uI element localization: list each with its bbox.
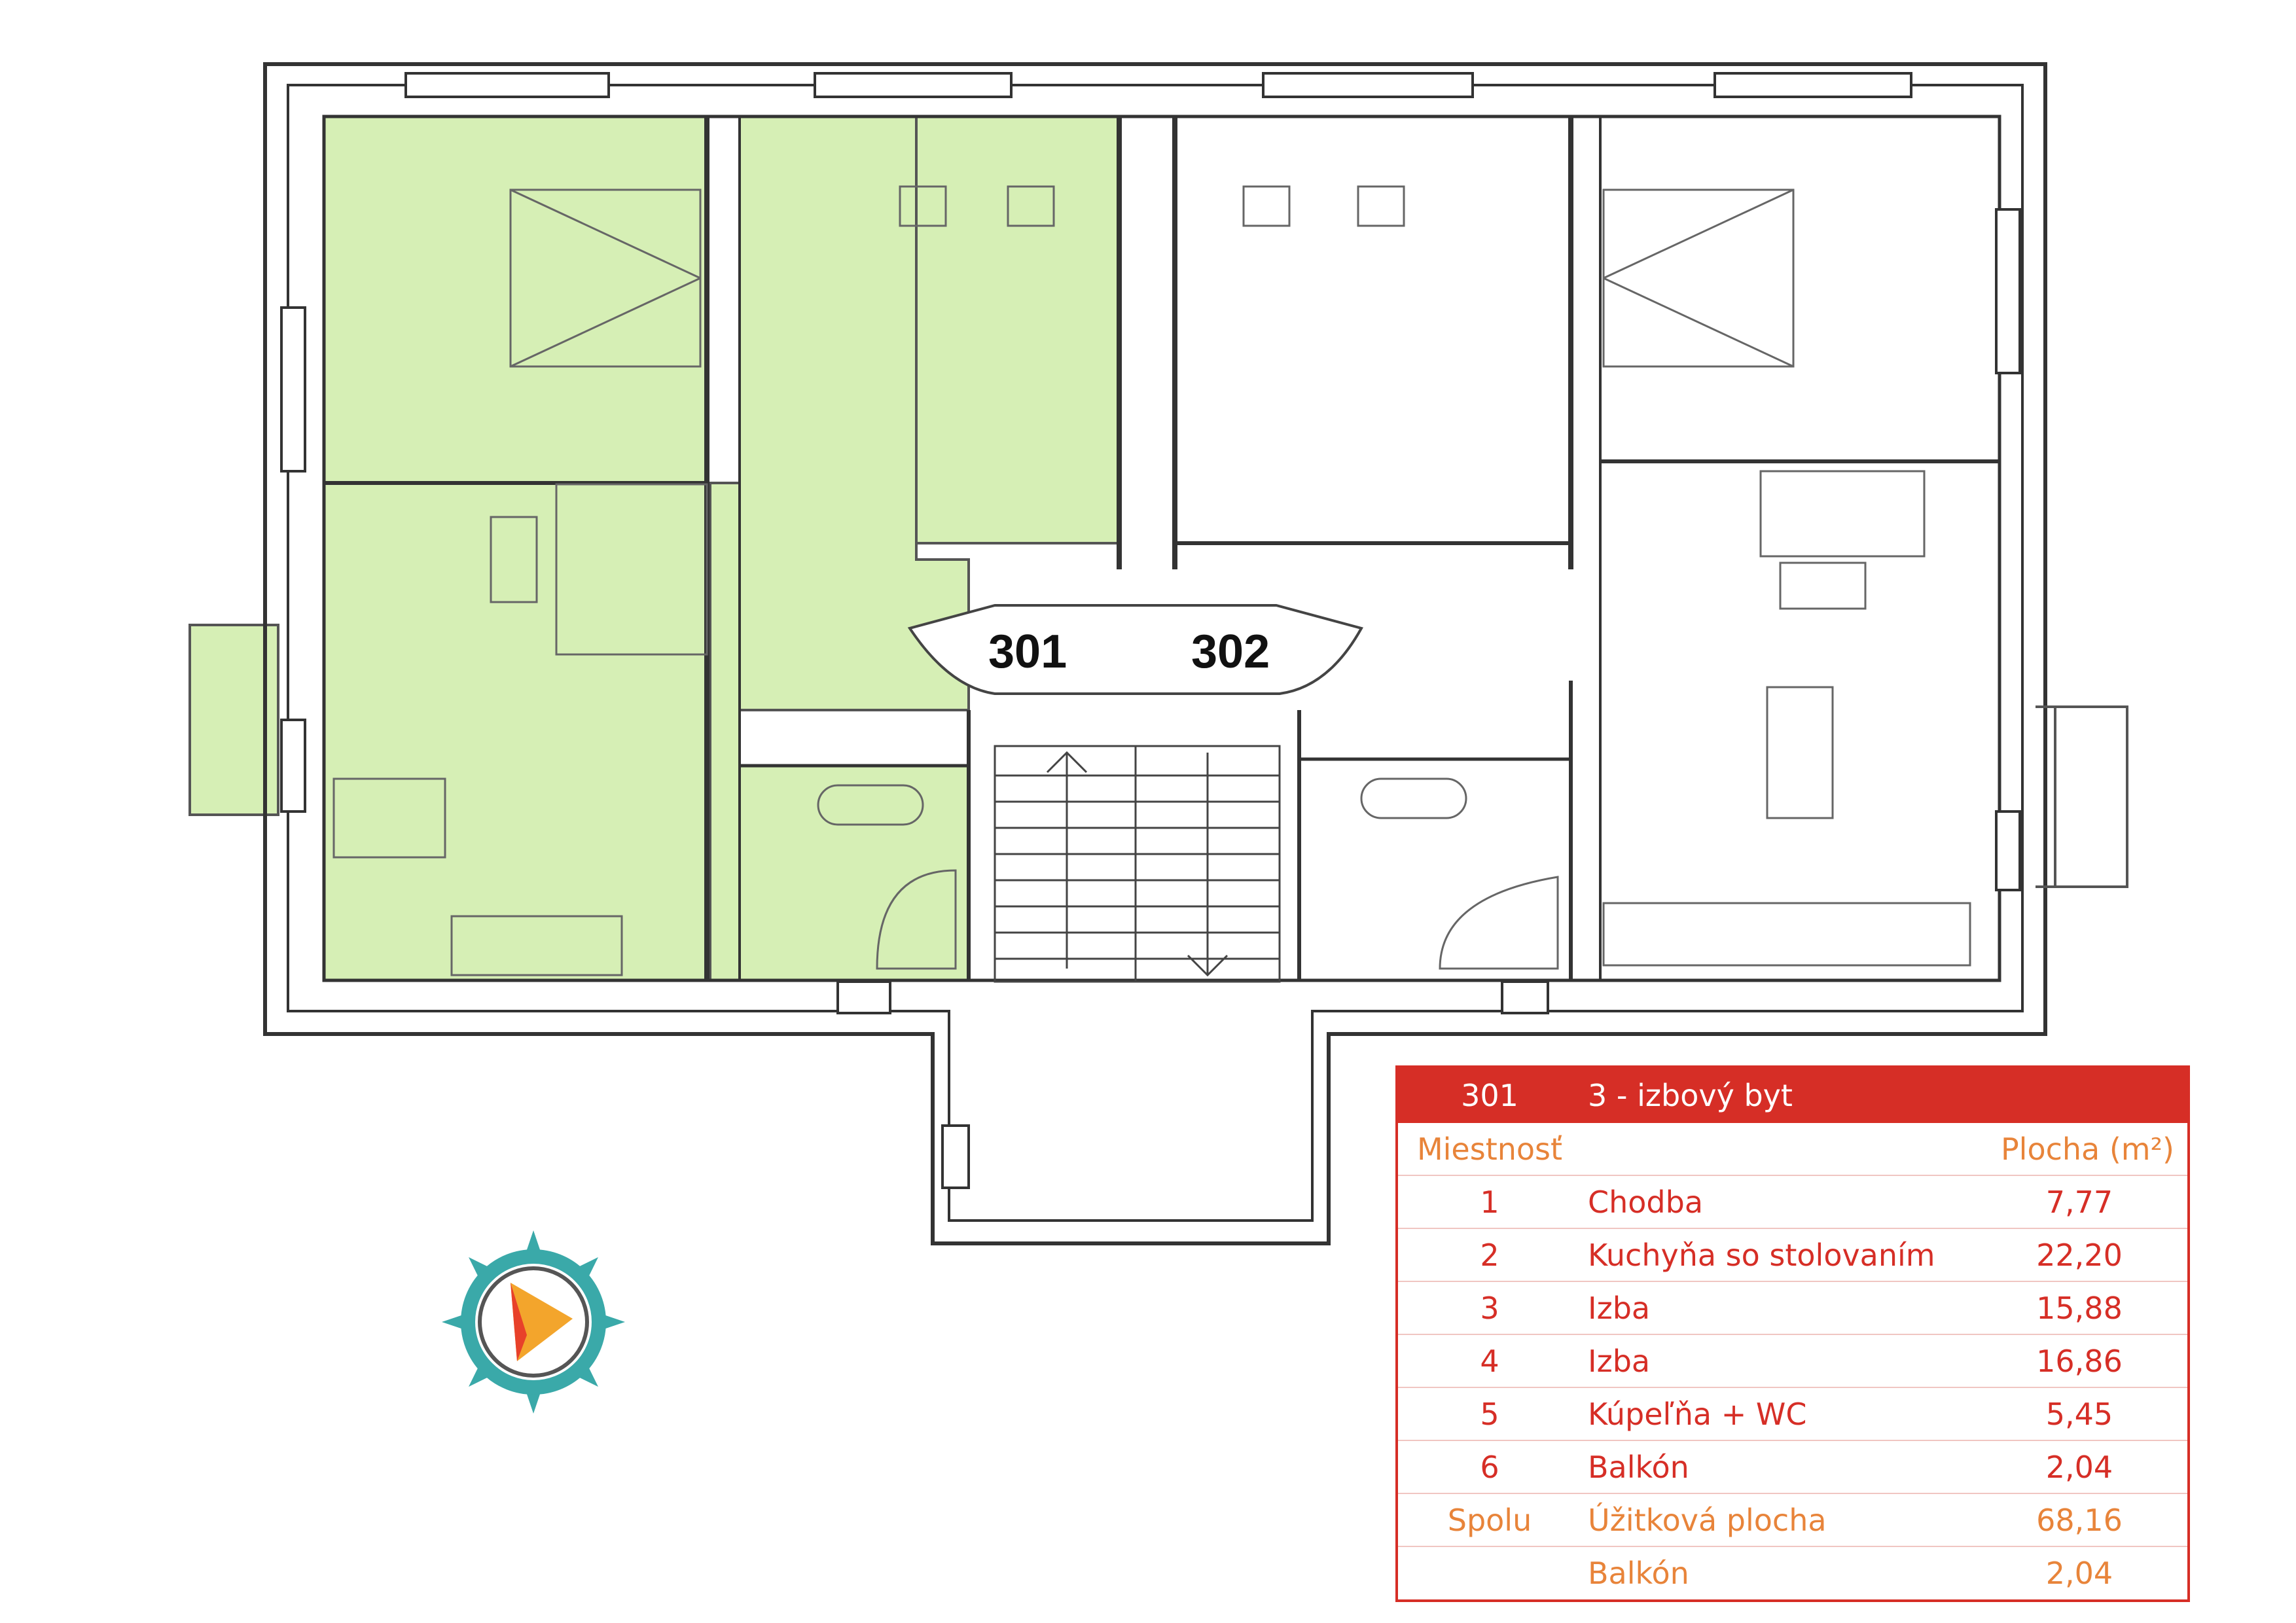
column-room: Miestnosť [1416,1131,1563,1167]
windows [280,72,2021,1189]
furniture [332,185,1971,976]
table-row: 3 Izba 15,88 [1398,1282,2187,1335]
table-row: 4 Izba 16,86 [1398,1335,2187,1388]
table-balcony-row: Balkón 2,04 [1588,1555,2113,1591]
column-area: Plocha (m²) [2000,1131,2174,1167]
room-kitchen-dining [323,482,708,982]
table-row: 1 Chodba 7,77 [1398,1176,2187,1229]
compass-rose-icon [442,1230,625,1414]
apartment-301-rooms [188,115,1121,982]
table-unit-type: 3 - izbový byt [1588,1078,1793,1113]
landing [907,604,1363,695]
table-row: 6 Balkón 2,04 [1398,1441,2187,1494]
staircase [994,745,1281,983]
table-column-headers: Miestnosť Plocha (m²) [1398,1123,2187,1176]
table-row: 2 Kuchyňa so stolovaním 22,20 [1398,1229,2187,1282]
room-bedroom-left [323,115,708,484]
area-table: 301 3 - izbový byt Miestnosť Plocha (m²)… [1395,1065,2190,1602]
balcony-right [2036,705,2128,888]
table-header: 301 3 - izbový byt [1398,1068,2187,1123]
room-bedroom-center [915,115,1121,544]
unit-label-301: 301 [988,626,1067,678]
table-total-row: Spolu Úžitková plocha 68,16 [1398,1494,2187,1547]
building-walls [263,62,2047,1245]
table-unit-number: 301 [1461,1078,1518,1113]
unit-label-302: 302 [1191,626,1270,678]
table-row: 5 Kúpeľňa + WC 5,45 [1398,1388,2187,1441]
